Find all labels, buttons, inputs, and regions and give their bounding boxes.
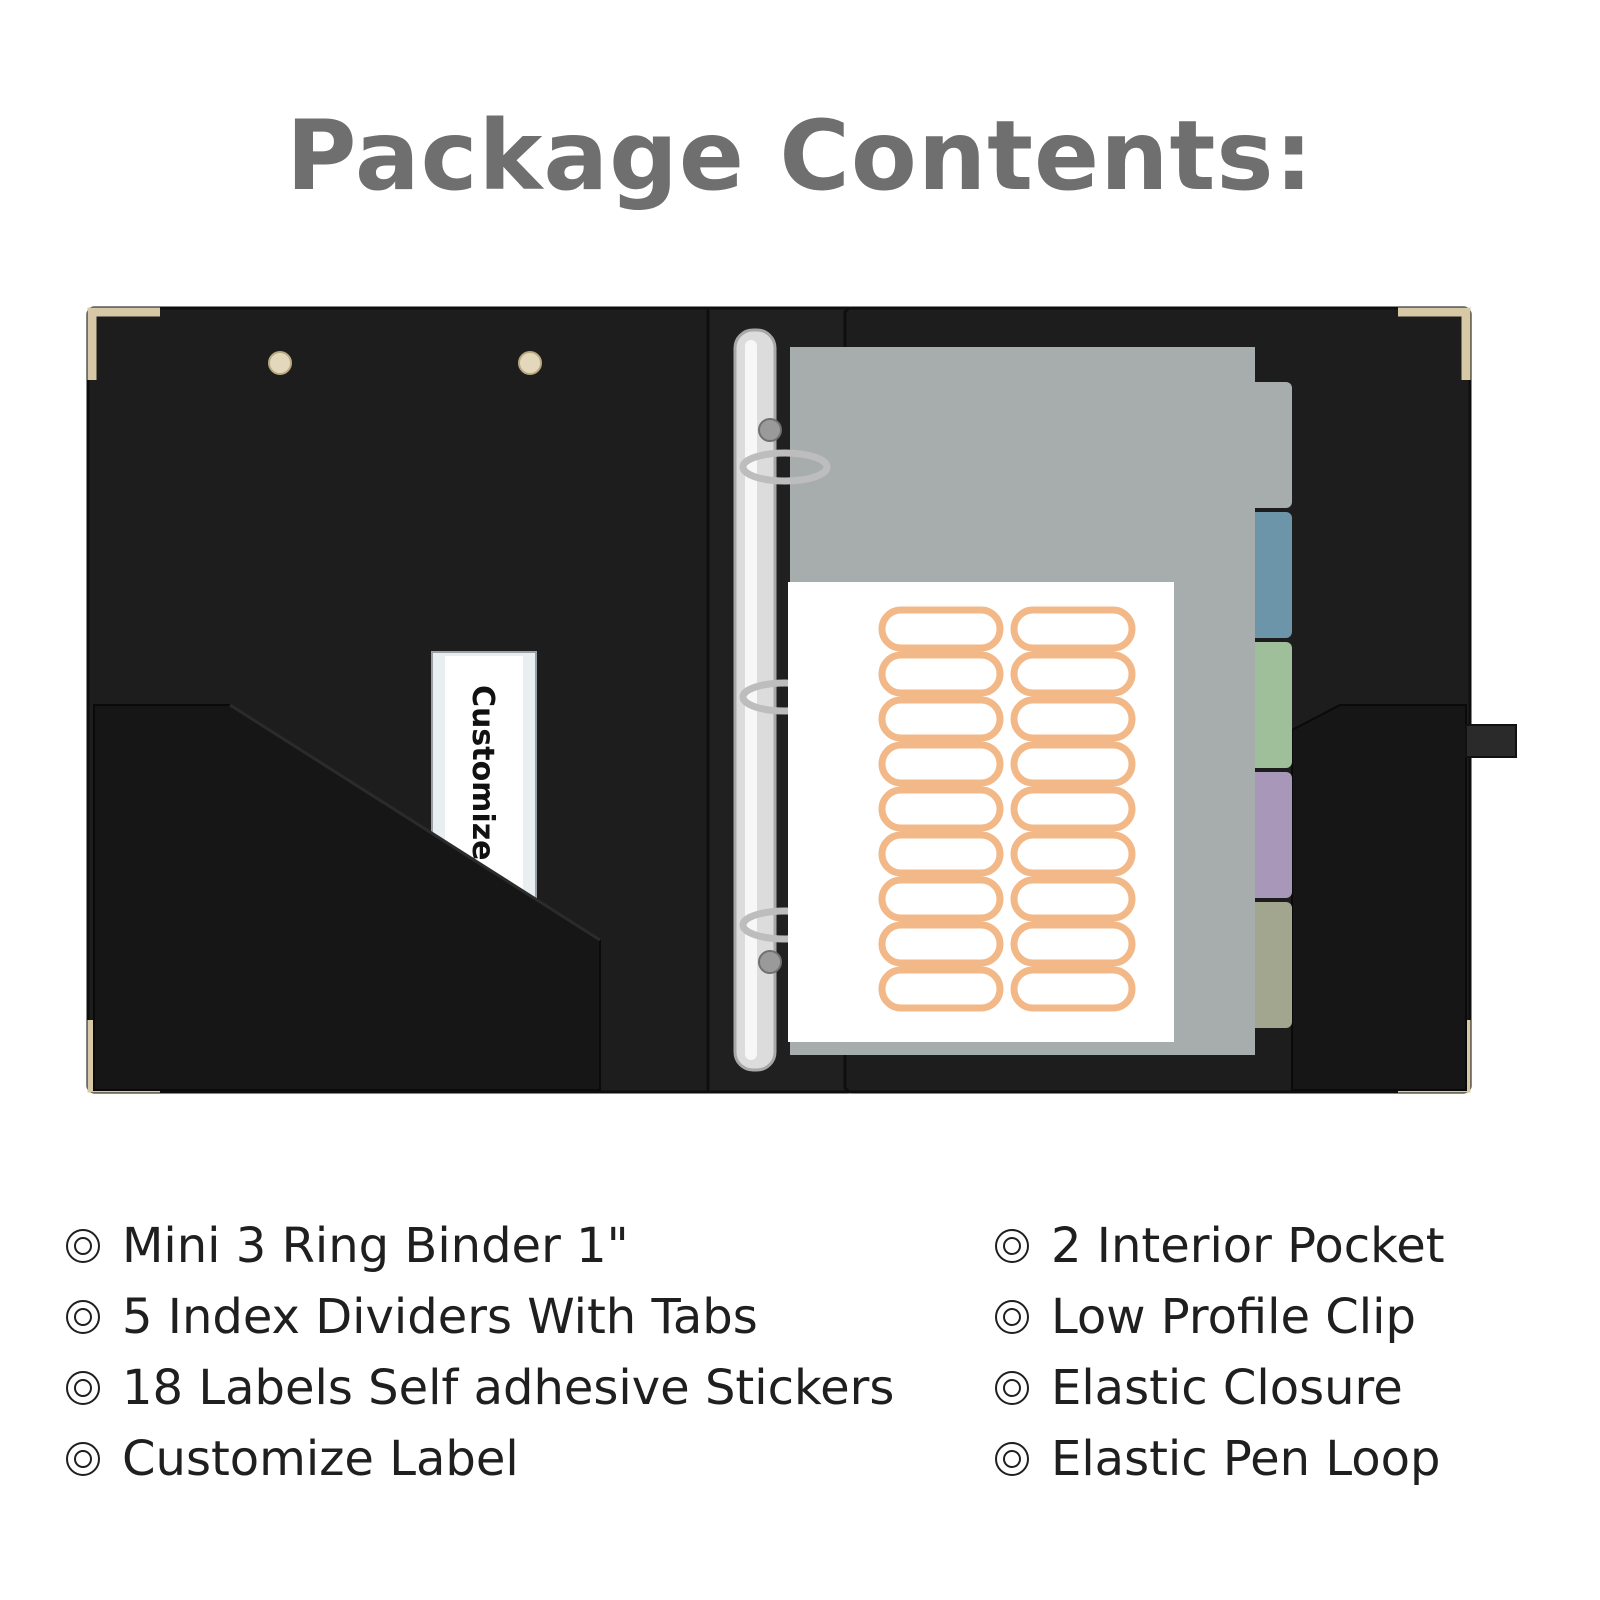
- snap-button: [518, 351, 542, 375]
- feature-text: Elastic Closure: [1051, 1359, 1403, 1416]
- double-circle-bullet-icon: [66, 1441, 100, 1476]
- label-sticker: [1010, 741, 1136, 787]
- double-circle-bullet-icon: [995, 1370, 1029, 1405]
- label-sticker: [1010, 651, 1136, 697]
- label-sticker: [878, 696, 1004, 742]
- feature-item: 18 Labels Self adhesive Stickers: [66, 1352, 894, 1423]
- feature-list-right: 2 Interior Pocket Low Profile Clip Elast…: [995, 1210, 1445, 1494]
- feature-text: 2 Interior Pocket: [1051, 1217, 1445, 1274]
- label-sticker: [878, 831, 1004, 877]
- feature-text: Low Profile Clip: [1051, 1288, 1416, 1345]
- feature-item: Elastic Pen Loop: [995, 1423, 1445, 1494]
- customize-label-text: Customize L: [465, 685, 500, 890]
- label-sticker: [1010, 786, 1136, 832]
- feature-text: Mini 3 Ring Binder 1": [122, 1217, 629, 1274]
- label-sticker: [878, 876, 1004, 922]
- label-sticker: [878, 606, 1004, 652]
- elastic-pen-loop: [1465, 724, 1517, 758]
- label-sticker: [1010, 876, 1136, 922]
- label-sticker: [878, 786, 1004, 832]
- label-sticker: [1010, 696, 1136, 742]
- label-sticker: [1010, 606, 1136, 652]
- label-sticker: [878, 966, 1004, 1012]
- open-binder-image: Customize L: [86, 306, 1517, 1094]
- right-interior-pocket: [1291, 704, 1467, 1091]
- feature-text: 5 Index Dividers With Tabs: [122, 1288, 758, 1345]
- snap-button: [268, 351, 292, 375]
- feature-item: Low Profile Clip: [995, 1281, 1445, 1352]
- label-sticker: [1010, 966, 1136, 1012]
- label-sticker: [1010, 921, 1136, 967]
- double-circle-bullet-icon: [995, 1228, 1029, 1263]
- feature-item: 2 Interior Pocket: [995, 1210, 1445, 1281]
- feature-text: 18 Labels Self adhesive Stickers: [122, 1359, 895, 1416]
- label-sticker: [878, 741, 1004, 787]
- double-circle-bullet-icon: [66, 1299, 100, 1334]
- page-title: Package Contents:: [286, 100, 1314, 212]
- feature-item: Customize Label: [66, 1423, 894, 1494]
- feature-item: Elastic Closure: [995, 1352, 1445, 1423]
- label-stickers: [878, 606, 1136, 1012]
- double-circle-bullet-icon: [995, 1441, 1029, 1476]
- left-interior-pocket: [93, 704, 601, 1091]
- double-circle-bullet-icon: [995, 1299, 1029, 1334]
- feature-item: 5 Index Dividers With Tabs: [66, 1281, 894, 1352]
- label-sticker: [1010, 831, 1136, 877]
- feature-text: Elastic Pen Loop: [1051, 1430, 1441, 1487]
- feature-list-left: Mini 3 Ring Binder 1" 5 Index Dividers W…: [66, 1210, 894, 1494]
- feature-text: Customize Label: [122, 1430, 519, 1487]
- double-circle-bullet-icon: [66, 1370, 100, 1405]
- label-sticker: [878, 651, 1004, 697]
- feature-item: Mini 3 Ring Binder 1": [66, 1210, 894, 1281]
- double-circle-bullet-icon: [66, 1228, 100, 1263]
- label-sticker: [878, 921, 1004, 967]
